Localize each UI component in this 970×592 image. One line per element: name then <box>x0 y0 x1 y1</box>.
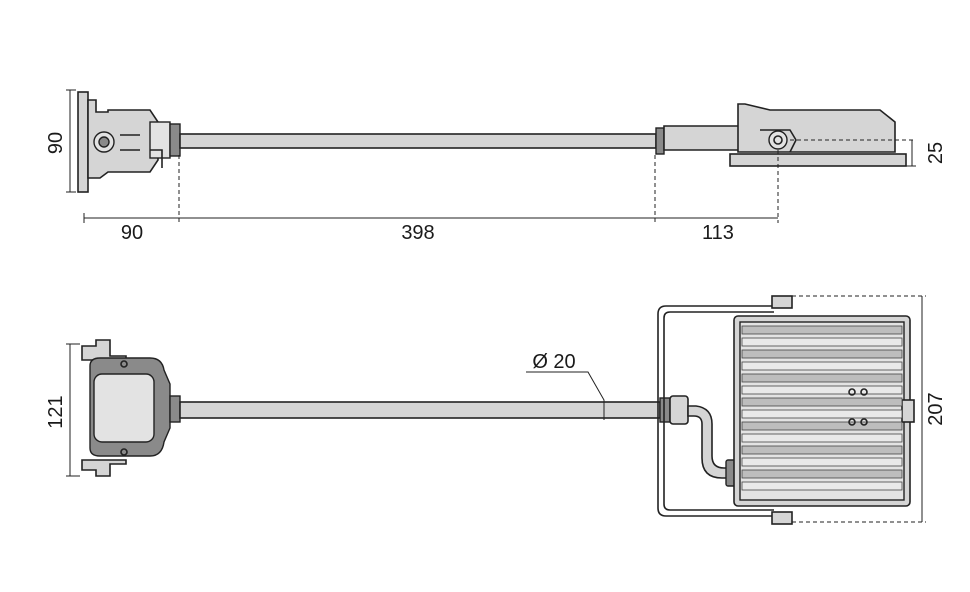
arm-length-label: 398 <box>401 222 434 244</box>
floodlight-head-side <box>655 103 907 167</box>
front-height-label: 121 <box>45 395 67 428</box>
head-thickness-label: 25 <box>925 142 947 164</box>
side-view: 90 25 90 398 113 <box>45 89 947 244</box>
wall-bracket-side <box>77 91 181 193</box>
cooling-fins <box>741 325 903 491</box>
bracket-length-label: 90 <box>121 222 143 244</box>
stirrup-bracket <box>657 305 774 517</box>
dimension-front-height: 121 <box>45 343 80 477</box>
dimension-horizontal: 90 398 113 <box>83 150 779 244</box>
wall-bracket-top <box>81 339 181 477</box>
top-view: Ø 20 <box>45 295 947 525</box>
head-length-label: 113 <box>702 222 734 244</box>
head-height-label: 207 <box>925 392 947 425</box>
arm-tube-top <box>179 401 661 419</box>
dimension-tube-diameter: Ø 20 <box>526 351 605 420</box>
dimension-side-height: 90 <box>45 89 76 193</box>
side-height-label: 90 <box>45 132 67 154</box>
floodlight-head-top <box>733 295 915 525</box>
arm-tube-side <box>179 133 657 149</box>
tube-diameter-label: Ø 20 <box>532 351 575 373</box>
dimension-head-thickness: 25 <box>790 139 947 167</box>
dimension-head-height: 207 <box>792 295 947 523</box>
cable-gland <box>659 395 741 487</box>
